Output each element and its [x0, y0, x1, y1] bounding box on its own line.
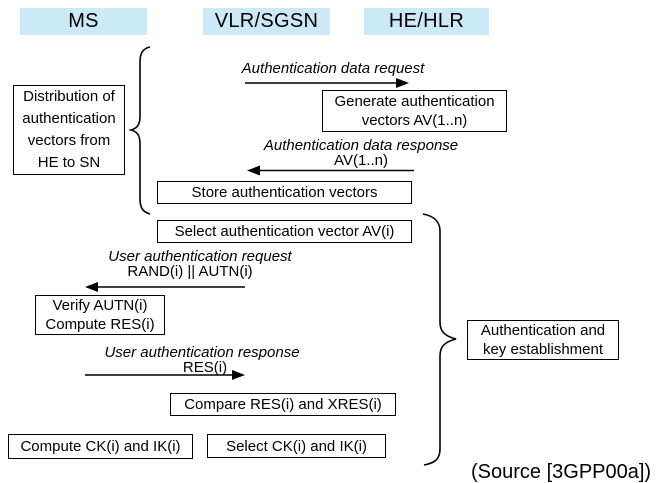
- lifeline-header-vlr-sgsn: VLR/SGSN: [203, 8, 330, 35]
- auth-establishment-phase-brace: [422, 213, 457, 466]
- phase-line: authentication: [22, 110, 116, 127]
- step-line: vectors AV(1..n): [361, 112, 468, 129]
- msg-payload-res: RES(i): [182, 359, 228, 376]
- step-box-select-ck-ik: Select CK(i) and IK(i): [207, 434, 386, 458]
- msg-label-auth-data-request: Authentication data request: [241, 60, 425, 77]
- step-line: Generate authentication: [334, 93, 495, 110]
- lifeline-header-ms: MS: [20, 8, 147, 35]
- distribution-phase-brace: [128, 46, 151, 215]
- user-auth-response-arrowhead: [232, 370, 245, 380]
- auth-data-response-arrowhead: [247, 165, 260, 176]
- phase-box-auth-establishment: Authentication and key establishment: [467, 320, 619, 360]
- user-auth-request-arrowhead: [85, 282, 98, 292]
- auth-data-request-arrowhead: [396, 78, 409, 88]
- msg-label-user-auth-response: User authentication response: [104, 344, 300, 361]
- msg-payload-rand-autn: RAND(i) || AUTN(i): [127, 263, 253, 280]
- msg-label-user-auth-request: User authentication request: [108, 248, 292, 265]
- step-box-generate-vectors: Generate authentication vectors AV(1..n): [322, 90, 507, 132]
- msg-label-auth-data-response: Authentication data response: [263, 137, 459, 154]
- phase-line: vectors from: [27, 132, 111, 149]
- phase-line: key establishment: [482, 341, 604, 358]
- phase-line: Authentication and: [480, 322, 606, 339]
- phase-line: Distribution of: [23, 88, 115, 105]
- step-box-verify-autn: Verify AUTN(i) Compute RES(i): [35, 295, 165, 335]
- step-box-compute-ck-ik: Compute CK(i) and IK(i): [8, 434, 193, 459]
- phase-box-distribution: Distribution of authentication vectors f…: [13, 85, 125, 175]
- lifeline-header-he-hlr: HE/HLR: [364, 8, 489, 35]
- step-box-compare-res: Compare RES(i) and XRES(i): [170, 393, 396, 416]
- phase-line: HE to SN: [37, 154, 101, 171]
- source-citation: (Source [3GPP00a]): [471, 461, 652, 483]
- step-box-store-vectors: Store authentication vectors: [157, 181, 412, 204]
- msg-payload-av1n: AV(1..n): [334, 152, 388, 169]
- step-line: Verify AUTN(i): [52, 297, 148, 314]
- step-line: Compute RES(i): [45, 316, 155, 333]
- step-box-select-av: Select authentication vector AV(i): [157, 220, 412, 243]
